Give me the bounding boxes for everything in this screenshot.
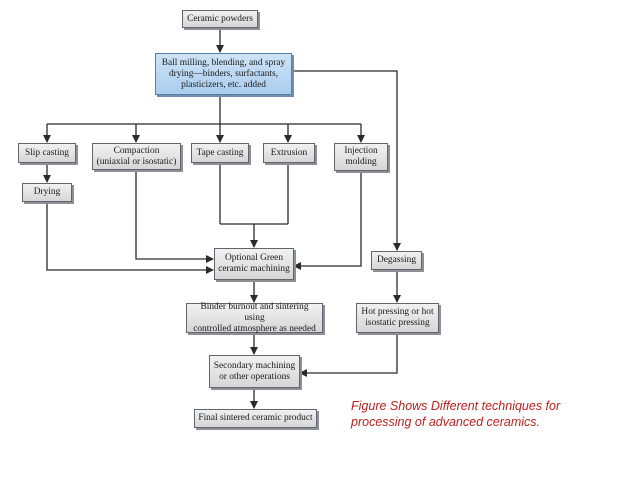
arrow-drying-to-green xyxy=(46,202,214,274)
node-extrusion: Extrusion xyxy=(263,143,315,163)
arrow-hot-to-secondary xyxy=(299,333,398,377)
node-slip-casting: Slip casting xyxy=(18,143,76,163)
node-green-machining: Optional Green ceramic machining xyxy=(214,248,294,280)
node-tape-casting: Tape casting xyxy=(191,143,249,163)
node-ball-milling: Ball milling, blending, and spray drying… xyxy=(155,53,292,95)
arrow-milling-to-degassing xyxy=(292,70,401,251)
node-ceramic-powders: Ceramic powders xyxy=(182,10,258,28)
node-secondary-machining: Secondary machining or other operations xyxy=(209,355,300,388)
arrow-injection-to-green xyxy=(293,171,362,270)
node-binder-burnout: Binder burnout and sintering using contr… xyxy=(186,302,323,334)
node-compaction: Compaction (uniaxial or isostatic) xyxy=(92,143,181,170)
node-final-product: Final sintered ceramic product xyxy=(194,409,317,428)
node-injection-molding: Injection molding xyxy=(334,143,388,171)
figure-caption: Figure Shows Different techniques for pr… xyxy=(351,399,561,429)
node-drying: Drying xyxy=(22,183,72,202)
arrow-compaction-to-green xyxy=(135,170,214,263)
node-hot-pressing: Hot pressing or hot isostatic pressing xyxy=(356,303,439,333)
node-degassing: Degassing xyxy=(371,251,422,270)
